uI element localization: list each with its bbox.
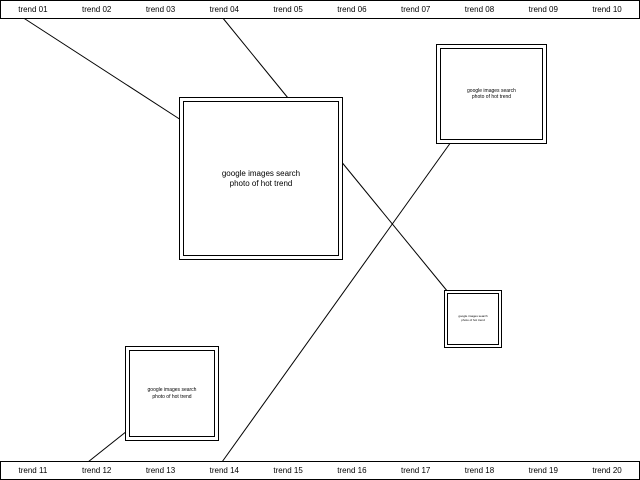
nav-trend-18[interactable]: trend 18 <box>464 466 495 475</box>
nav-trend-04[interactable]: trend 04 <box>209 5 239 14</box>
caption-line1: google images search <box>467 87 516 94</box>
nav-trend-19[interactable]: trend 19 <box>528 466 558 475</box>
nav-trend-16[interactable]: trend 16 <box>337 466 367 475</box>
small-trend-image[interactable]: google images search photo of hot trend <box>444 290 502 348</box>
connector-trend01-main <box>21 16 182 121</box>
nav-trend-11[interactable]: trend 11 <box>18 466 48 475</box>
main-trend-image[interactable]: google images search photo of hot trend <box>179 97 343 260</box>
nav-trend-14[interactable]: trend 14 <box>209 466 239 475</box>
caption-line1: google images search <box>458 314 488 319</box>
image-placeholder: google images search photo of hot trend <box>183 101 339 256</box>
nav-trend-05[interactable]: trend 05 <box>273 5 303 14</box>
caption-line2: photo of hot trend <box>152 393 192 400</box>
top-right-trend-image[interactable]: google images search photo of hot trend <box>436 44 547 144</box>
caption-line2: photo of hot trend <box>471 94 512 100</box>
caption-line2: photo of hot trend <box>229 178 293 188</box>
bottom-trend-nav: trend 11 trend 12 trend 13 trend 14 tren… <box>0 461 640 480</box>
connector-topright-trend14 <box>221 141 452 463</box>
nav-trend-15[interactable]: trend 15 <box>273 466 303 475</box>
caption-line2: photo of hot trend <box>461 318 485 322</box>
connector-bottomleft-trend12 <box>87 430 128 463</box>
nav-trend-09[interactable]: trend 09 <box>528 5 558 14</box>
nav-trend-02[interactable]: trend 02 <box>82 5 112 14</box>
connector-main-small <box>339 159 449 293</box>
image-placeholder: google images search photo of hot trend <box>129 350 215 437</box>
nav-trend-20[interactable]: trend 20 <box>592 466 622 475</box>
top-trend-nav: trend 01 trend 02 trend 03 trend 04 tren… <box>0 0 640 19</box>
image-placeholder: google images search photo of hot trend <box>440 48 543 140</box>
nav-trend-08[interactable]: trend 08 <box>464 5 495 14</box>
nav-trend-03[interactable]: trend 03 <box>145 5 176 14</box>
connector-trend04-main <box>221 16 289 99</box>
nav-trend-01[interactable]: trend 01 <box>18 5 48 14</box>
nav-trend-06[interactable]: trend 06 <box>337 5 367 14</box>
image-placeholder: google images search photo of hot trend <box>447 293 499 345</box>
nav-trend-17[interactable]: trend 17 <box>401 466 431 475</box>
caption-line1: google images search <box>221 168 301 178</box>
nav-trend-07[interactable]: trend 07 <box>401 5 431 14</box>
nav-trend-13[interactable]: trend 13 <box>145 466 176 475</box>
nav-trend-10[interactable]: trend 10 <box>592 5 622 14</box>
nav-trend-12[interactable]: trend 12 <box>82 466 112 475</box>
bottom-left-trend-image[interactable]: google images search photo of hot trend <box>125 346 219 441</box>
caption-line1: google images search <box>147 387 197 394</box>
